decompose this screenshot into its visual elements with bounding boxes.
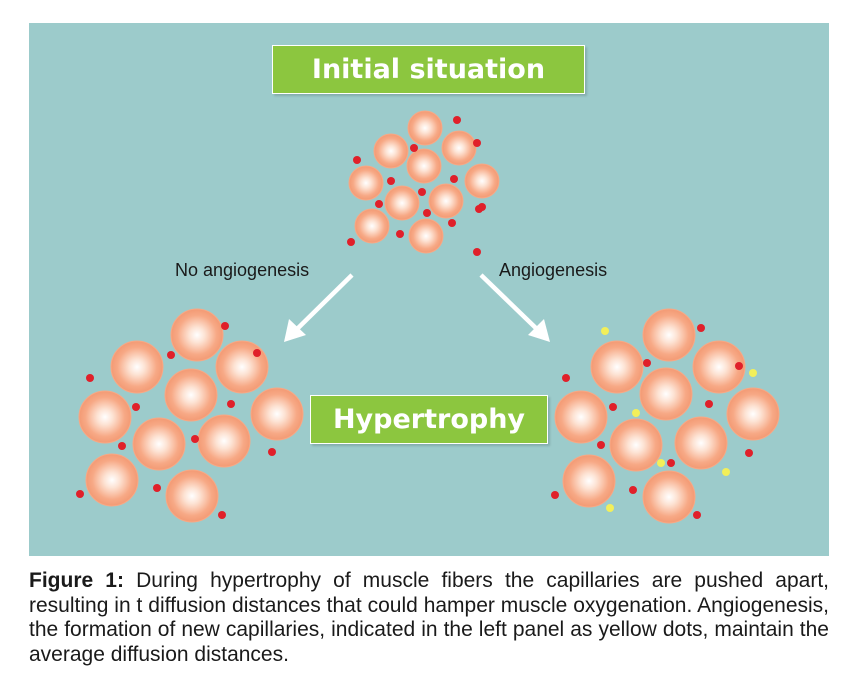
muscle-fiber-hypertrophy-left <box>132 417 186 471</box>
capillary-dot <box>191 435 199 443</box>
muscle-fiber-initial <box>384 185 420 221</box>
muscle-fiber-hypertrophy-left <box>250 387 304 441</box>
caption-label: Figure 1: <box>29 569 124 592</box>
capillary-dot <box>118 442 126 450</box>
capillary-dot <box>475 205 483 213</box>
right-arrow <box>479 273 550 342</box>
capillary-dot <box>735 362 743 370</box>
capillaries-layer <box>76 116 757 519</box>
capillary-dot <box>227 400 235 408</box>
muscle-fiber-hypertrophy-right <box>642 470 696 524</box>
muscle-fiber-hypertrophy-left <box>85 453 139 507</box>
diagram-canvas <box>76 110 780 524</box>
muscle-fiber-initial <box>428 183 464 219</box>
capillary-dot <box>218 511 226 519</box>
muscle-fiber-initial <box>408 218 444 254</box>
muscle-fiber-hypertrophy-left <box>164 368 218 422</box>
muscle-fiber-hypertrophy-right <box>609 418 663 472</box>
capillary-dot <box>473 139 481 147</box>
muscle-fiber-initial <box>354 208 390 244</box>
muscle-fiber-hypertrophy-left <box>170 308 224 362</box>
capillary-dot <box>667 459 675 467</box>
new-capillary-dot <box>657 459 665 467</box>
capillary-dot <box>410 144 418 152</box>
capillary-dot <box>132 403 140 411</box>
capillary-dot <box>643 359 651 367</box>
capillary-dot <box>387 177 395 185</box>
capillary-dot <box>453 116 461 124</box>
capillary-dot <box>693 511 701 519</box>
capillary-dot <box>450 175 458 183</box>
figure-panel: Initial situation Hypertrophy No angioge… <box>29 23 829 556</box>
muscle-fiber-hypertrophy-left <box>165 469 219 523</box>
capillary-dot <box>221 322 229 330</box>
figure-caption: Figure 1: During hypertrophy of muscle f… <box>29 569 829 667</box>
muscle-fiber-initial <box>464 163 500 199</box>
capillary-dot <box>167 351 175 359</box>
capillary-dot <box>705 400 713 408</box>
capillary-dot <box>375 200 383 208</box>
capillary-dot <box>396 230 404 238</box>
muscle-fiber-initial <box>441 130 477 166</box>
capillary-dot <box>353 156 361 164</box>
muscle-fiber-hypertrophy-right <box>642 308 696 362</box>
muscle-fiber-hypertrophy-left <box>78 390 132 444</box>
muscle-fiber-hypertrophy-right <box>562 454 616 508</box>
capillary-dot <box>268 448 276 456</box>
capillary-dot <box>562 374 570 382</box>
capillary-dot <box>86 374 94 382</box>
capillary-dot <box>629 486 637 494</box>
muscle-fiber-hypertrophy-right <box>554 390 608 444</box>
capillary-dot <box>448 219 456 227</box>
muscle-fiber-initial <box>406 148 442 184</box>
muscle-fiber-hypertrophy-left <box>215 340 269 394</box>
arrows-layer <box>284 273 550 342</box>
new-capillary-dot <box>606 504 614 512</box>
muscle-fiber-hypertrophy-right <box>674 416 728 470</box>
left-arrow <box>284 273 354 342</box>
muscle-fiber-hypertrophy-left <box>110 340 164 394</box>
muscle-fibers-layer <box>78 110 780 524</box>
capillary-dot <box>253 349 261 357</box>
capillary-dot <box>609 403 617 411</box>
muscle-fiber-initial <box>407 110 443 146</box>
capillary-dot <box>347 238 355 246</box>
muscle-fiber-initial <box>348 165 384 201</box>
new-capillary-dot <box>601 327 609 335</box>
capillary-dot <box>153 484 161 492</box>
hypertrophy-title: Hypertrophy <box>310 395 548 444</box>
capillary-dot <box>418 188 426 196</box>
muscle-fiber-hypertrophy-right <box>726 387 780 441</box>
muscle-fiber-hypertrophy-right <box>590 340 644 394</box>
capillary-dot <box>697 324 705 332</box>
angiogenesis-label: Angiogenesis <box>499 260 608 280</box>
muscle-fiber-hypertrophy-right <box>692 340 746 394</box>
muscle-fiber-initial <box>373 133 409 169</box>
no-angiogenesis-label: No angiogenesis <box>175 260 310 280</box>
capillary-dot <box>745 449 753 457</box>
new-capillary-dot <box>632 409 640 417</box>
caption-text: During hypertrophy of muscle fibers the … <box>29 569 829 666</box>
capillary-dot <box>423 209 431 217</box>
initial-situation-title: Initial situation <box>272 45 585 94</box>
capillary-dot <box>551 491 559 499</box>
new-capillary-dot <box>722 468 730 476</box>
capillary-dot <box>597 441 605 449</box>
capillary-dot <box>76 490 84 498</box>
new-capillary-dot <box>749 369 757 377</box>
capillary-dot <box>473 248 481 256</box>
muscle-fiber-hypertrophy-left <box>197 414 251 468</box>
muscle-fiber-hypertrophy-right <box>639 367 693 421</box>
